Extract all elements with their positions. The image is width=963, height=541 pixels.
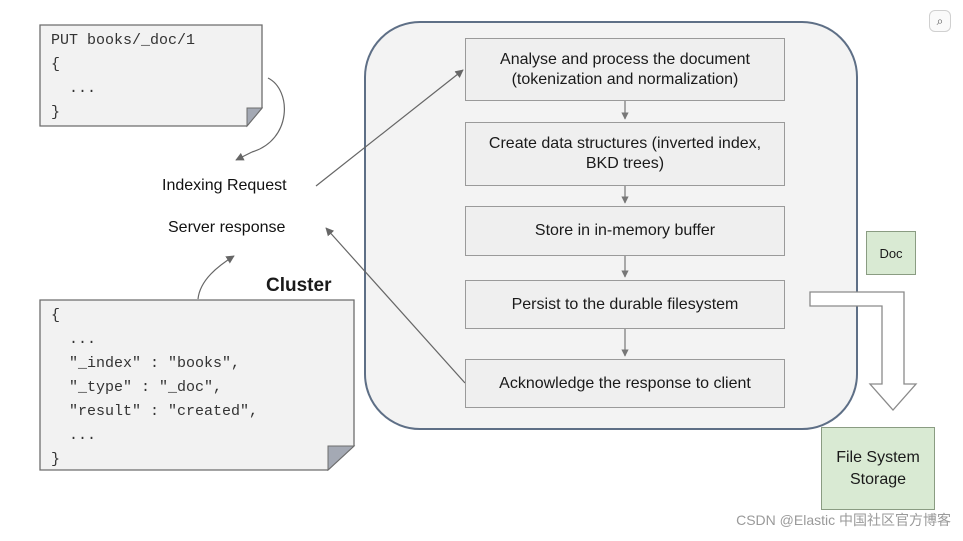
step-buffer: Store in in-memory buffer (465, 206, 785, 256)
step-label: Persist to the durable filesystem (511, 295, 739, 313)
request-curve (251, 77, 285, 153)
request-curve-end (235, 151, 253, 161)
doc-box: Doc (866, 231, 916, 275)
watermark: CSDN @Elastic 中国社区官方博客 (736, 512, 951, 528)
step-acknowledge: Acknowledge the response to client (465, 359, 785, 408)
request-note-fold (246, 107, 264, 128)
step-persist: Persist to the durable filesystem (465, 280, 785, 329)
request-code: PUT books/_doc/1 { ... } (51, 29, 195, 125)
indexing-request-label: Indexing Request (162, 177, 287, 194)
response-code-line: "_index" : "books", (51, 355, 241, 372)
step-label: Store in in-memory buffer (534, 222, 716, 239)
indexing-request-arrow (315, 69, 464, 187)
image-search-icon[interactable]: ⌕ (929, 10, 951, 32)
server-response-arrow (325, 227, 466, 384)
step-label: Create data structures (inverted index, … (488, 135, 762, 172)
response-code-line: ... (51, 427, 97, 444)
response-code-line: ... (51, 331, 97, 348)
response-curve (197, 255, 235, 300)
file-system-storage: File System Storage (821, 427, 935, 510)
response-code-line: { (51, 307, 61, 324)
step-data-structures: Create data structures (inverted index, … (465, 122, 785, 186)
request-code-line: PUT books/_doc/1 (51, 32, 196, 49)
request-code-line: { (51, 56, 61, 73)
cluster-title: Cluster (266, 275, 332, 296)
doc-label: Doc (879, 245, 903, 261)
request-code-line: } (51, 104, 61, 121)
storage-label: File System Storage (836, 448, 920, 488)
response-code: { ... "_index" : "books", "_type" : "_do… (51, 304, 258, 472)
server-response-label: Server response (168, 219, 286, 236)
step-label: Analyse and process the document (tokeni… (500, 50, 750, 88)
response-code-line: } (51, 451, 61, 468)
request-code-line: ... (51, 80, 97, 97)
step-label: Acknowledge the response to client (499, 374, 751, 392)
response-note-fold (327, 445, 356, 472)
step-analyse: Analyse and process the document (tokeni… (465, 38, 785, 101)
response-code-line: "_type" : "_doc", (51, 379, 223, 396)
persist-arrow (809, 291, 918, 411)
response-code-line: "result" : "created", (51, 403, 259, 420)
